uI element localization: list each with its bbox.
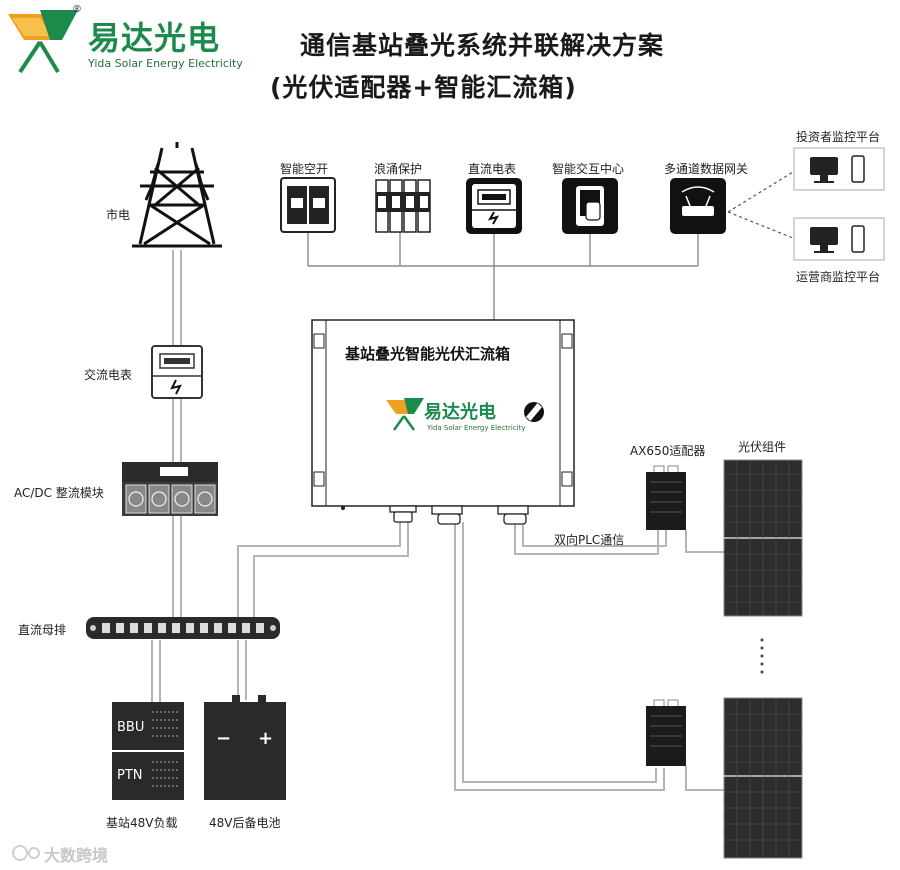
bbu-label: BBU xyxy=(117,720,145,735)
battery-minus: − xyxy=(216,728,232,749)
investor-platform-label: 投资者监控平台 xyxy=(796,130,881,144)
combiner-box xyxy=(311,319,575,525)
grid-label: 市电 xyxy=(106,208,131,222)
device-label-breaker: 智能空开 xyxy=(280,162,329,176)
combiner-logo-subtitle: Yida Solar Energy Electricity xyxy=(427,424,526,432)
circuit-breaker-icon xyxy=(280,177,336,233)
combiner-box-title: 基站叠光智能光伏汇流箱 xyxy=(345,345,511,363)
device-label-dc-meter: 直流电表 xyxy=(468,162,517,176)
device-label-interaction-center: 智能交互中心 xyxy=(552,162,625,176)
page-title-line2: (光伏适配器+智能汇流箱) xyxy=(270,73,577,102)
ac-meter-label: 交流电表 xyxy=(84,368,133,382)
brand-name: 易达光电 xyxy=(88,19,221,57)
load-label: 基站48V负载 xyxy=(106,816,178,830)
battery-plus: + xyxy=(258,728,274,749)
rectifier-icon xyxy=(122,462,218,516)
watermark-icon xyxy=(12,845,40,861)
router-icon xyxy=(670,178,726,234)
adapter-lower-icon xyxy=(646,699,686,766)
rectifier-label: AC/DC 整流模块 xyxy=(14,486,104,500)
power-tower-icon xyxy=(132,142,222,248)
ac-meter-icon xyxy=(151,345,203,399)
pv-panel-lower xyxy=(723,697,803,859)
combiner-logo-name: 易达光电 xyxy=(424,402,496,423)
plc-label: 双向PLC通信 xyxy=(554,533,625,547)
brand-subtitle: Yida Solar Energy Electricity xyxy=(88,57,243,70)
pv-panel-upper xyxy=(723,459,803,617)
device-label-surge: 浪涌保护 xyxy=(374,162,423,176)
operator-monitor-icon xyxy=(793,217,885,261)
watermark-text: 大数跨境 xyxy=(44,846,109,865)
brand-logo-mark xyxy=(8,10,78,74)
ellipsis-dots xyxy=(760,638,764,674)
dc-meter-icon xyxy=(466,178,522,234)
battery-icon xyxy=(204,695,286,800)
load-rack-icon xyxy=(112,702,184,800)
operator-platform-label: 运营商监控平台 xyxy=(796,270,881,284)
tablet-touch-icon xyxy=(562,178,618,234)
ptn-label: PTN xyxy=(117,768,143,783)
adapter-label: AX650适配器 xyxy=(630,444,706,458)
left-bus-lines xyxy=(151,250,724,791)
dc-busbar-icon xyxy=(86,617,280,639)
dc-busbar-label: 直流母排 xyxy=(18,623,67,637)
battery-label: 48V后备电池 xyxy=(209,816,281,830)
investor-monitor-icon xyxy=(793,147,885,191)
device-label-gateway: 多通道数据网关 xyxy=(664,162,749,176)
top-device-lines xyxy=(307,232,699,320)
registered-mark: ® xyxy=(72,4,82,15)
gateway-dashed-links xyxy=(727,171,794,239)
page-title-line1: 通信基站叠光系统并联解决方案 xyxy=(300,31,665,60)
adapter-upper-icon xyxy=(646,465,686,530)
pv-module-label: 光伏组件 xyxy=(738,440,787,454)
surge-protector-icon xyxy=(375,179,431,233)
